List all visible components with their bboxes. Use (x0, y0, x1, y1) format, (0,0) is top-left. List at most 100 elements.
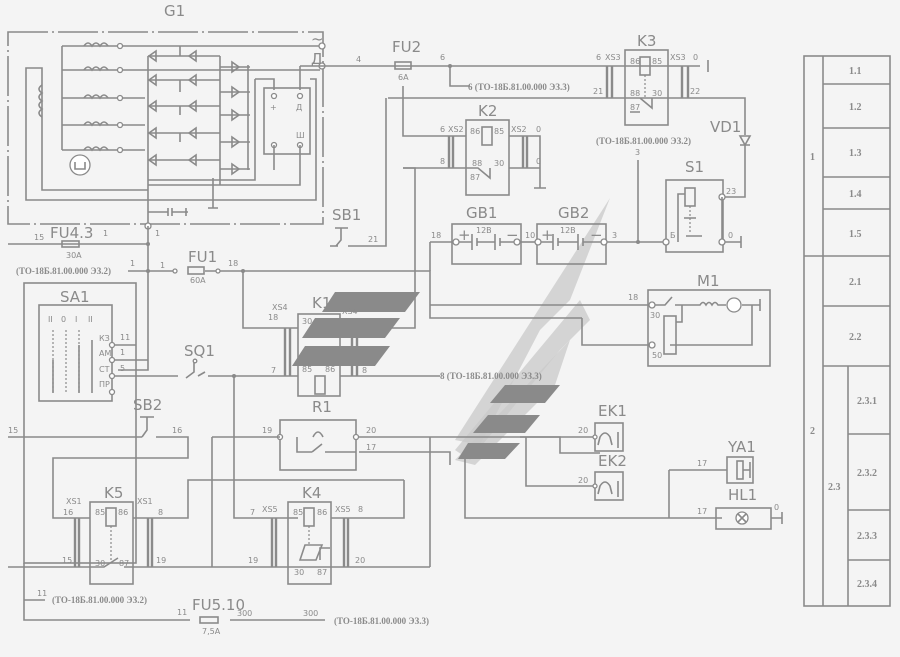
m1-terminal-30: 30 (650, 311, 660, 320)
xs1-wire-8: 8 (158, 508, 163, 517)
generator-g1[interactable]: G1 + Д Ш ~ Д (7, 2, 326, 230)
gb2-label: GB2 (558, 204, 589, 222)
section-table: 1 1.1 1.2 1.3 1.4 1.5 2 2.1 2.2 2.3 2.3.… (803, 55, 891, 607)
battery-gb1[interactable]: GB1 + 12В − 18 (429, 204, 522, 271)
fu510-label: FU5.10 (192, 596, 245, 614)
xs4-socket-left: XS4 (272, 303, 288, 312)
wire-1d: 1 (160, 261, 165, 270)
xs1-wire-16: 16 (63, 508, 73, 517)
fu510-wire-11: 11 (177, 608, 187, 617)
table-group-2-3: 2.3 (828, 482, 841, 493)
switch-s1[interactable]: S1 23 Б 0 (662, 158, 742, 253)
starter-m1[interactable]: M1 18 30 50 (581, 272, 771, 367)
k5-pin-30: 30 (95, 559, 105, 568)
sb1-label: SB1 (332, 206, 361, 224)
wire-18b: 18 (431, 231, 441, 240)
battery-gb2[interactable]: GB2 + 12В − (534, 204, 608, 265)
sb2-label: SB2 (133, 396, 162, 414)
wire-3b: 3 (612, 231, 617, 240)
xs3-wire-6: 6 (596, 53, 601, 62)
sa1-terminal-pr: ПР (99, 380, 110, 389)
gb1-voltage: 12В (476, 226, 492, 235)
k5-pin-87: 87 (119, 559, 129, 568)
gb1-plus: + (458, 226, 471, 244)
sa1-pos-1: I (75, 315, 77, 324)
xs2-socket-left: XS2 (448, 125, 464, 134)
fuse-fu2[interactable]: FU2 6А (392, 38, 421, 82)
table-row-1-3: 1.3 (849, 148, 862, 159)
fuse-fu510[interactable]: FU5.10 7,5А 11 300 (177, 596, 252, 636)
fu43-rating: 30А (66, 251, 82, 260)
ya1-label: YA1 (727, 438, 756, 456)
k5-wire-15: 15 (62, 556, 72, 565)
k3-pin-87: 87 (630, 103, 640, 112)
k4-wire-20: 20 (355, 556, 365, 565)
diode-vd1[interactable]: VD1 (710, 118, 752, 198)
ek1-label: EK1 (598, 402, 627, 420)
k3-label: K3 (637, 32, 656, 50)
fuse-fu1[interactable]: 1 1 FU1 60А 18 (128, 248, 650, 329)
k1-pin-85: 85 (302, 365, 312, 374)
k5-pin-85: 85 (95, 508, 105, 517)
ek2-wire-20: 20 (578, 476, 588, 485)
wire-21b: 21 (368, 235, 378, 244)
button-sb2[interactable]: SB2 15 16 (8, 396, 189, 519)
vd1-label: VD1 (710, 118, 741, 136)
gb2-voltage: 12В (560, 226, 576, 235)
relay-r1[interactable]: R1 19 20 17 (211, 398, 722, 567)
r1-label: R1 (312, 398, 332, 416)
hl1-wire-17: 17 (697, 507, 707, 516)
k1-label: K1 (312, 294, 331, 312)
switch-sq1[interactable]: SQ1 (184, 342, 215, 379)
k2-pin-85: 85 (494, 127, 504, 136)
fu1-label: FU1 (188, 248, 217, 266)
fu510-rating: 7,5А (202, 627, 221, 636)
sa1-wire-5: 5 (120, 364, 125, 373)
wire-6a: 6 (440, 53, 445, 62)
wire-21: 21 (593, 87, 603, 96)
k3-pin-88: 88 (630, 89, 640, 98)
lamp-hl1[interactable]: HL1 17 0 (697, 486, 783, 530)
relay-k2[interactable]: K2 86 85 88 30 87 6 XS2 XS2 0 8 0 (402, 86, 546, 196)
gb2-plus: + (541, 226, 554, 244)
gb1-label: GB1 (466, 204, 497, 222)
relay-k3[interactable]: K3 86 85 88 30 87 6 XS3 XS3 0 21 22 (388, 32, 746, 135)
g1-plus-terminal: + (270, 103, 277, 112)
k4-pin-86: 86 (317, 508, 327, 517)
wire-15b: 15 (8, 426, 18, 435)
button-sb1[interactable]: SB1 21 (330, 98, 387, 247)
solenoid-ya1[interactable]: YA1 17 (668, 438, 756, 518)
fu510-wire-300a: 300 (237, 609, 252, 618)
wire-1c: 1 (130, 259, 135, 268)
relay-k1[interactable]: K1 XS4 18 XS4 30 85 86 8 (268, 167, 440, 397)
wire-10: 10 (525, 231, 535, 240)
wire-4: 4 (356, 55, 361, 64)
xs2-wire-0: 0 (536, 125, 541, 134)
k4-wire-19: 19 (248, 556, 258, 565)
table-row-2-3-3: 2.3.3 (857, 531, 877, 542)
relay-k5[interactable]: K5 XS1 XS1 16 8 85 86 30 87 15 19 (8, 479, 430, 585)
ek1-wire-20: 20 (578, 426, 588, 435)
ignition-switch-sa1[interactable]: SA1 II 0 I II КЗ АМ СТ ПР 11 1 5 (23, 282, 298, 564)
fu2-label: FU2 (392, 38, 421, 56)
relay-k4[interactable]: K4 7 XS5 XS5 8 85 86 30 87 19 20 (248, 480, 405, 585)
gb2-minus: − (590, 226, 603, 244)
ref-sheet-3a: 6 (ТО-18Б.81.00.000 ЭЗ.3) (468, 82, 570, 92)
s1-terminal-b: Б (670, 231, 676, 240)
s1-label: S1 (685, 158, 704, 176)
g1-d-output: Д (311, 50, 323, 68)
k2-label: K2 (478, 102, 497, 120)
wire-300b: 300 (303, 609, 318, 618)
fuse-fu43[interactable]: 15 FU4.3 1 30А 1 (8, 224, 160, 371)
heater-ek2[interactable]: EK2 20 (525, 437, 627, 501)
table-row-2-3-2: 2.3.2 (857, 468, 877, 479)
xs2-wire-8: 8 (440, 157, 445, 166)
wire-3a: 3 (635, 148, 640, 157)
table-row-1-1: 1.1 (849, 66, 862, 77)
hl1-label: HL1 (728, 486, 757, 504)
fu1-rating: 60А (190, 276, 206, 285)
wire-1a: 1 (103, 229, 108, 238)
heater-ek1[interactable]: EK1 20 (520, 402, 627, 452)
sa1-pos-2: II (48, 315, 53, 324)
